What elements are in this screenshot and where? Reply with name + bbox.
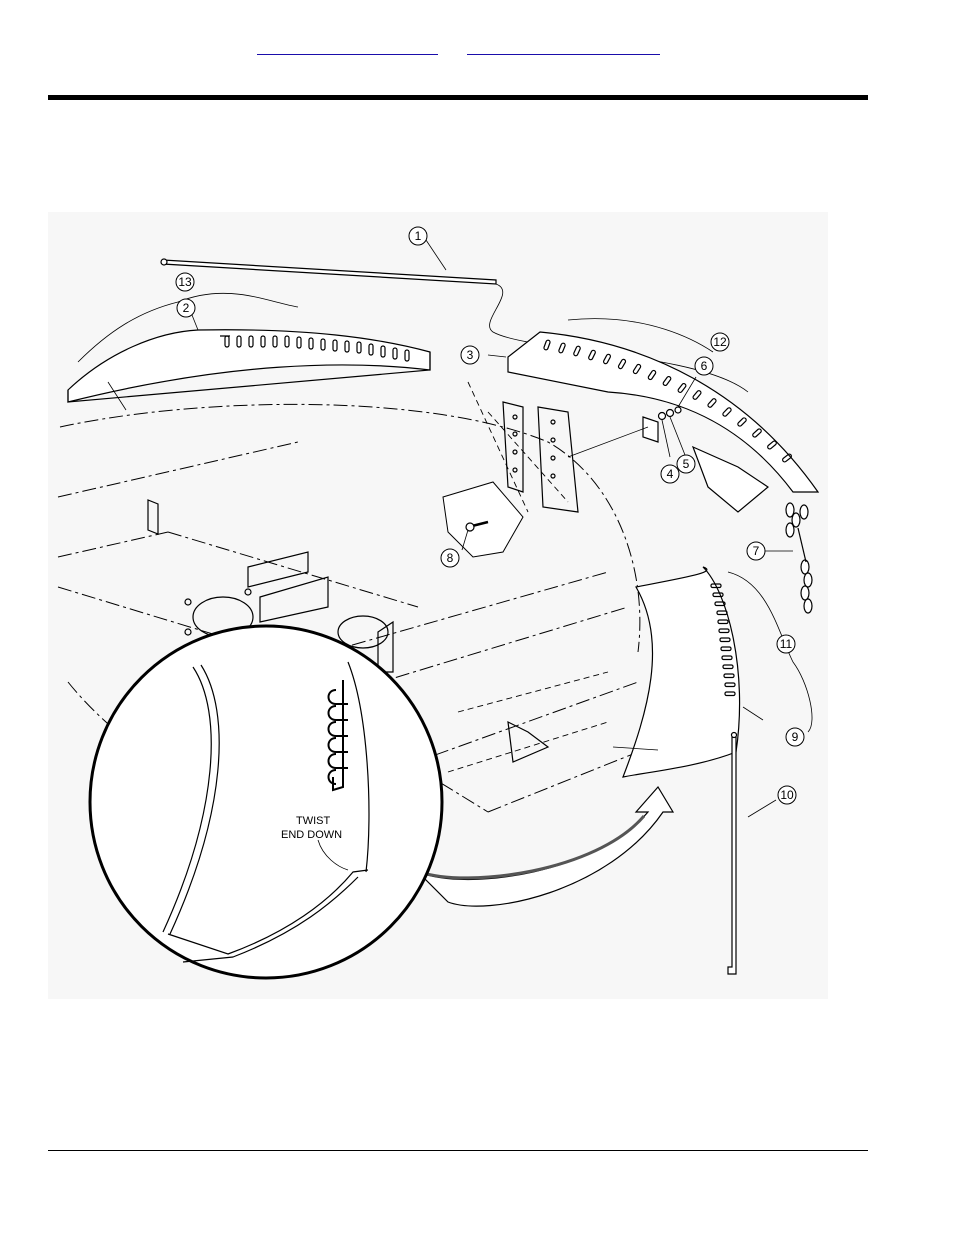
leader-wavy-11	[728, 572, 812, 732]
svg-text:2: 2	[183, 301, 190, 315]
callout-4: 4	[661, 465, 679, 483]
leader-9	[743, 707, 763, 720]
part-1-rod	[161, 259, 496, 284]
part-8-plate-and-bolt	[443, 482, 523, 557]
detail-view: TWIST END DOWN	[90, 626, 442, 978]
callout-11: 11	[777, 635, 795, 653]
callout-13: 13	[176, 273, 194, 291]
detail-note-line2: END DOWN	[281, 829, 342, 841]
svg-text:6: 6	[701, 359, 708, 373]
part-2-left-shield	[68, 330, 430, 402]
callout-10: 10	[778, 786, 796, 804]
svg-text:9: 9	[792, 730, 799, 744]
deck-hidden-lines	[448, 382, 608, 772]
leader-10	[748, 800, 776, 817]
svg-text:5: 5	[683, 457, 690, 471]
leader-arrow-3	[488, 355, 506, 357]
parts-4-5-6-hardware	[659, 407, 682, 420]
callout-5: 5	[677, 455, 695, 473]
callout-9: 9	[786, 728, 804, 746]
header-link-1[interactable]	[257, 38, 438, 55]
detail-arrow	[418, 787, 673, 906]
bottom-rule	[48, 1150, 868, 1151]
part-7-chain	[786, 503, 812, 613]
callout-2: 2	[177, 299, 198, 330]
svg-text:12: 12	[713, 335, 727, 349]
leader-4	[662, 420, 670, 457]
header-link-2[interactable]	[467, 38, 660, 55]
callout-7: 7	[747, 542, 793, 560]
svg-text:3: 3	[467, 348, 474, 362]
svg-text:7: 7	[753, 544, 760, 558]
parts-diagram: TWIST END DOWN 1 13 2 3 12 6	[48, 212, 828, 999]
svg-text:4: 4	[667, 467, 674, 481]
svg-text:8: 8	[447, 551, 454, 565]
callout-6: 6	[695, 357, 713, 375]
callout-3: 3	[461, 346, 479, 364]
callout-12: 12	[711, 333, 729, 351]
leader-bracket-3	[568, 427, 648, 457]
callout-8: 8	[441, 549, 459, 567]
svg-text:11: 11	[780, 637, 793, 651]
part-10-l-rod	[728, 733, 737, 975]
leader-5	[670, 417, 685, 455]
svg-text:1: 1	[415, 229, 422, 243]
svg-text:13: 13	[178, 275, 192, 289]
part-9-rear-shield	[623, 567, 740, 777]
svg-text:10: 10	[780, 788, 794, 802]
detail-note-line1: TWIST	[296, 815, 330, 827]
top-rule	[48, 95, 868, 100]
callout-1: 1	[409, 227, 446, 270]
